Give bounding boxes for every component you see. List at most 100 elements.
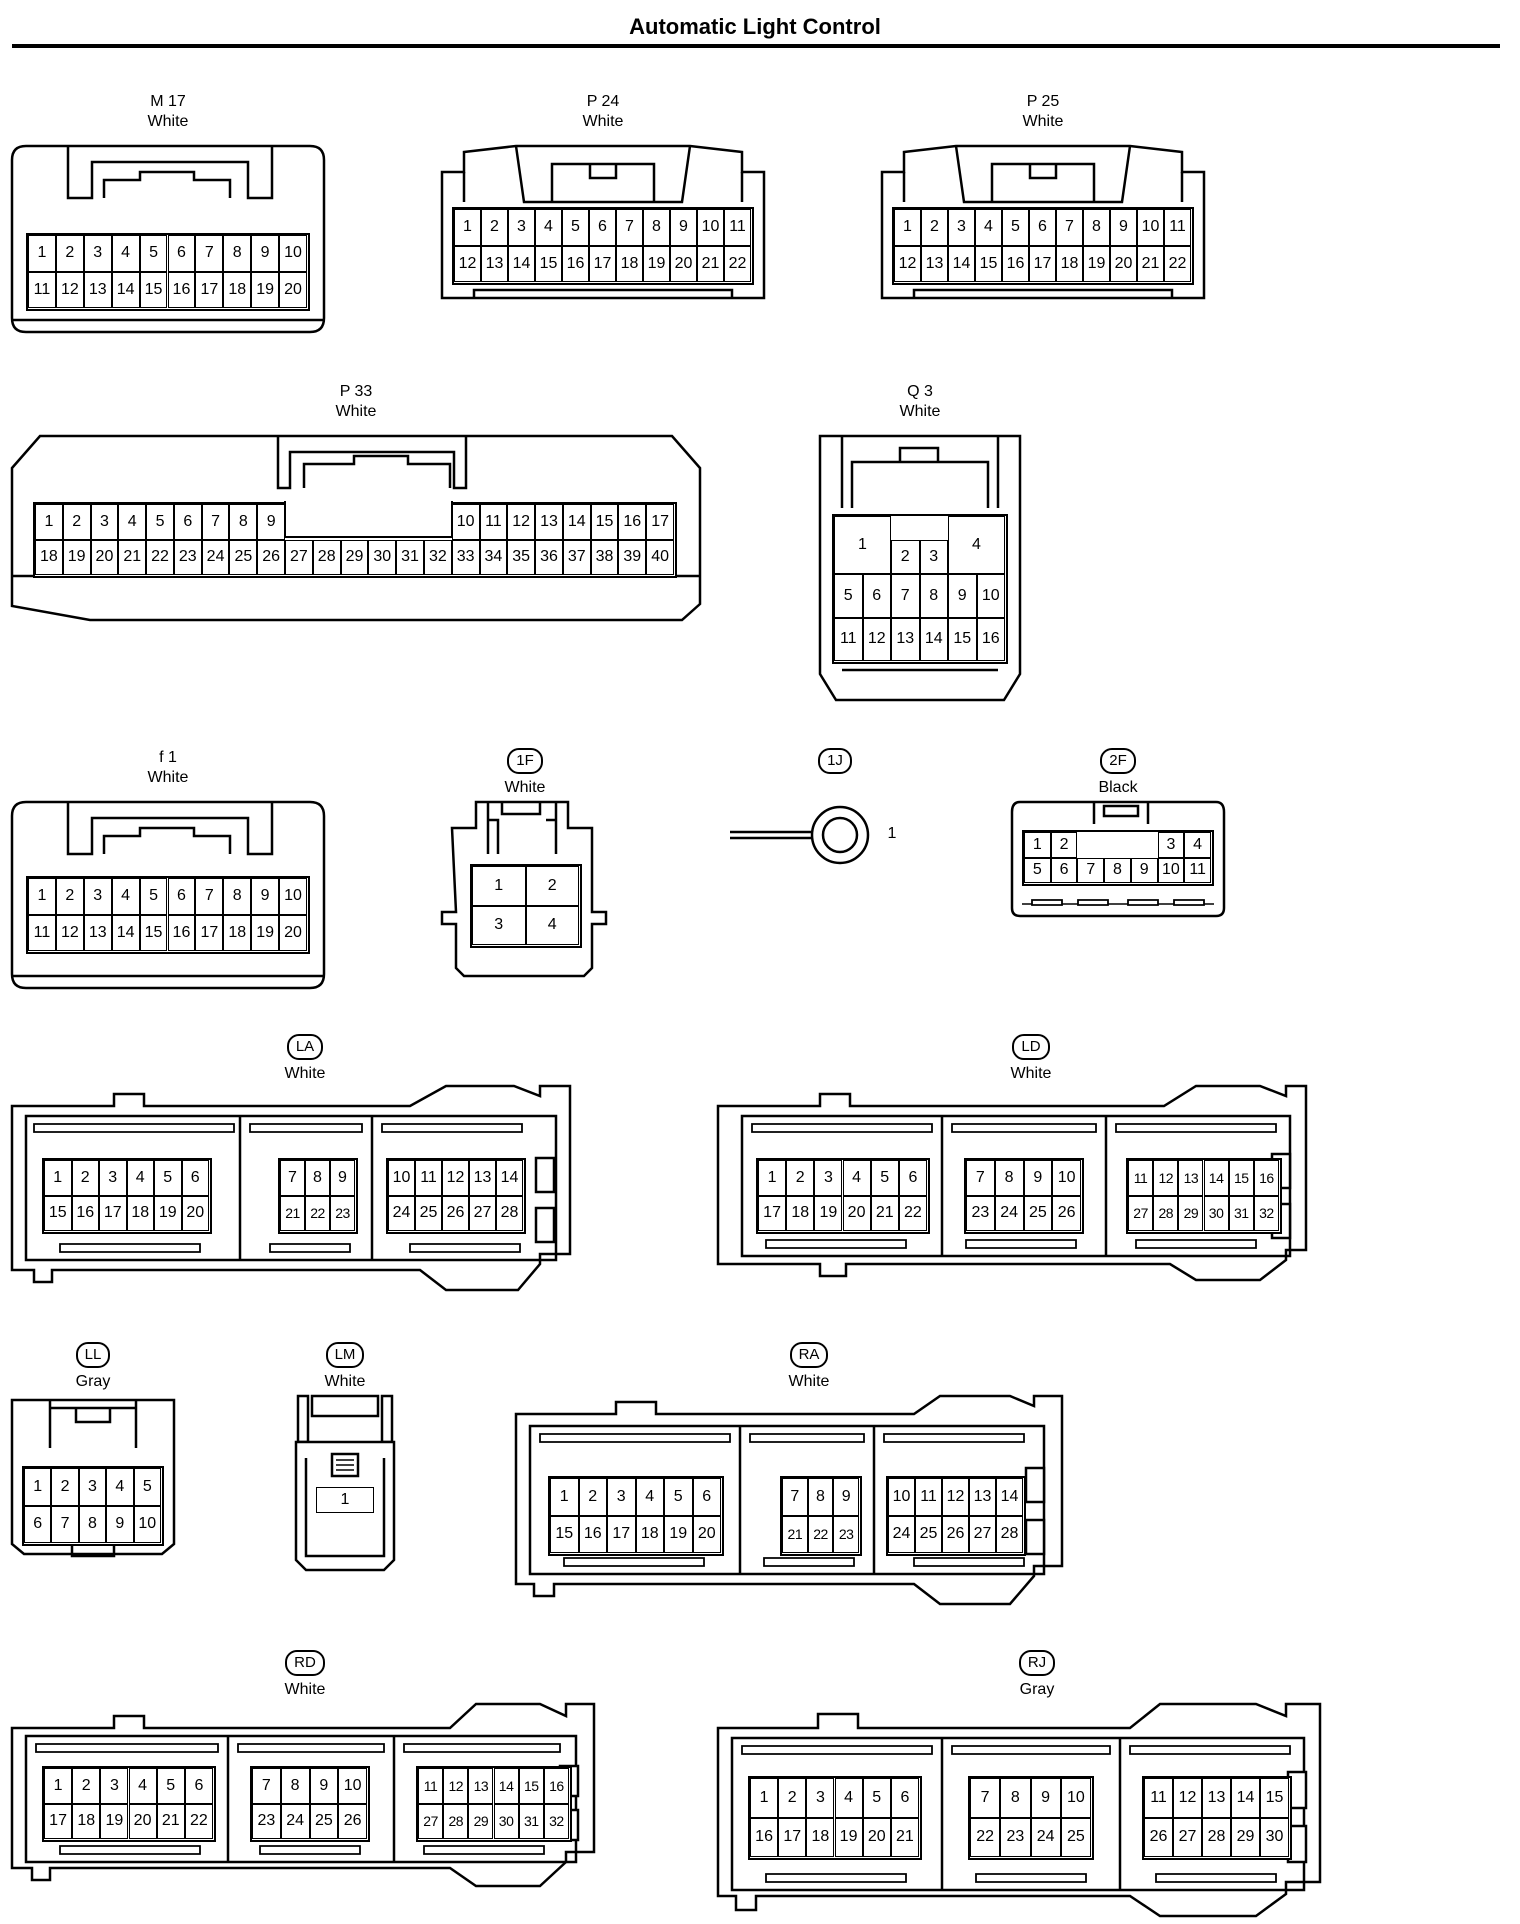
pin-1: 28 — [443, 1803, 469, 1839]
pin-2: 3 — [806, 1778, 835, 1818]
pin-1: 11 — [915, 1478, 942, 1516]
pin-0: 23 — [252, 1803, 281, 1839]
pin-5: 6 — [890, 1778, 919, 1818]
pin-3: 10 — [1060, 1778, 1091, 1818]
pin-0: 24 — [388, 1195, 415, 1231]
pin-8: 9 — [257, 504, 286, 540]
pin-4: 28 — [496, 1195, 523, 1231]
pin-16: 11 — [479, 504, 508, 540]
pin-0: 11 — [1128, 1160, 1154, 1196]
pin-1: 8 — [1000, 1778, 1031, 1818]
pin-6: 7 — [201, 504, 230, 540]
pin-1: 12 — [55, 914, 84, 951]
pin-6: 11 — [1184, 857, 1211, 883]
pin-3: 9 — [106, 1505, 134, 1543]
pin-9: 21 — [697, 245, 724, 282]
pin-2: 23 — [833, 1515, 859, 1553]
pin-9: 10 — [279, 878, 307, 915]
pin-1: 8 — [807, 1478, 834, 1516]
pin-5: 16 — [167, 271, 196, 308]
pin-2: 13 — [468, 1768, 494, 1804]
pin-0: 1 — [834, 516, 891, 574]
pin-8: 20 — [670, 245, 697, 282]
pin-14: 32 — [423, 539, 452, 575]
pin-5: 6 — [181, 1160, 209, 1196]
pin-5: 17 — [1029, 245, 1056, 282]
pin-2: 3 — [99, 1160, 127, 1196]
pin-4: 14 — [496, 1160, 523, 1196]
connector-color: Gray — [75, 1373, 111, 1390]
pin-1: 2 — [55, 878, 84, 915]
connector-code: LM — [325, 1342, 365, 1368]
pin-1: 18 — [786, 1195, 815, 1231]
pin-0: 17 — [758, 1195, 787, 1231]
pin-10: 28 — [312, 539, 341, 575]
pin-5: 32 — [543, 1803, 569, 1839]
pin-2: 3 — [508, 209, 535, 246]
pin-3: 30 — [1203, 1195, 1229, 1231]
pin-2: 26 — [442, 1195, 469, 1231]
pin-2: 9 — [309, 1768, 339, 1804]
connector-code: 1J — [818, 748, 852, 774]
pin-0: 23 — [966, 1195, 995, 1231]
pin-20: 38 — [590, 539, 619, 575]
pin-8: 9 — [1110, 209, 1137, 246]
pin-4: 5 — [862, 1778, 891, 1818]
pin-11: 29 — [340, 539, 369, 575]
pin-2: 3 — [78, 1468, 107, 1506]
pin-0: 11 — [834, 617, 863, 661]
pin-6: 7 — [616, 209, 643, 246]
pin-3: 15 — [975, 245, 1002, 282]
pin-0: 2 — [891, 540, 920, 574]
connector-code: P 33 — [339, 383, 373, 400]
pin-2: 12 — [942, 1478, 969, 1516]
pin-1: 24 — [280, 1803, 310, 1839]
pin-0: 26 — [1144, 1817, 1173, 1857]
pin-0: 11 — [28, 271, 56, 308]
pin-0: 10 — [888, 1478, 915, 1516]
pin-3: 18 — [635, 1515, 664, 1553]
pin-9: 20 — [279, 914, 307, 951]
pin-3: 19 — [834, 1817, 863, 1857]
pin-0: 1 — [750, 1778, 779, 1818]
pin-5: 16 — [976, 617, 1005, 661]
pin-5: 10 — [1157, 857, 1185, 883]
connector-code: M 17 — [150, 93, 186, 110]
connector-code: LL — [75, 1342, 111, 1368]
pin-8: 9 — [670, 209, 697, 246]
pin-3: 4 — [842, 1160, 871, 1196]
pin-3: 13 — [969, 1478, 996, 1516]
pin-label: 1 — [887, 825, 897, 842]
pin-5: 20 — [181, 1195, 209, 1231]
connector-color: White — [335, 403, 377, 420]
connector-1j: 1J 1 — [720, 748, 910, 878]
pin-0: 15 — [550, 1515, 579, 1553]
pin-5: 16 — [167, 914, 196, 951]
pin-0: 11 — [1144, 1778, 1173, 1818]
pin-1: 2 — [55, 235, 84, 272]
connector-code: 2F — [1100, 748, 1136, 774]
pin-1: 12 — [1153, 1160, 1179, 1196]
pin-15: 10 — [451, 504, 480, 540]
pin-6: 18 — [616, 245, 643, 282]
pin-1: 4 — [948, 516, 1005, 574]
pin-3: 10 — [1052, 1160, 1081, 1196]
pin-4: 21 — [156, 1803, 185, 1839]
pin-1: 6 — [1050, 857, 1078, 883]
pin-21: 39 — [618, 539, 647, 575]
